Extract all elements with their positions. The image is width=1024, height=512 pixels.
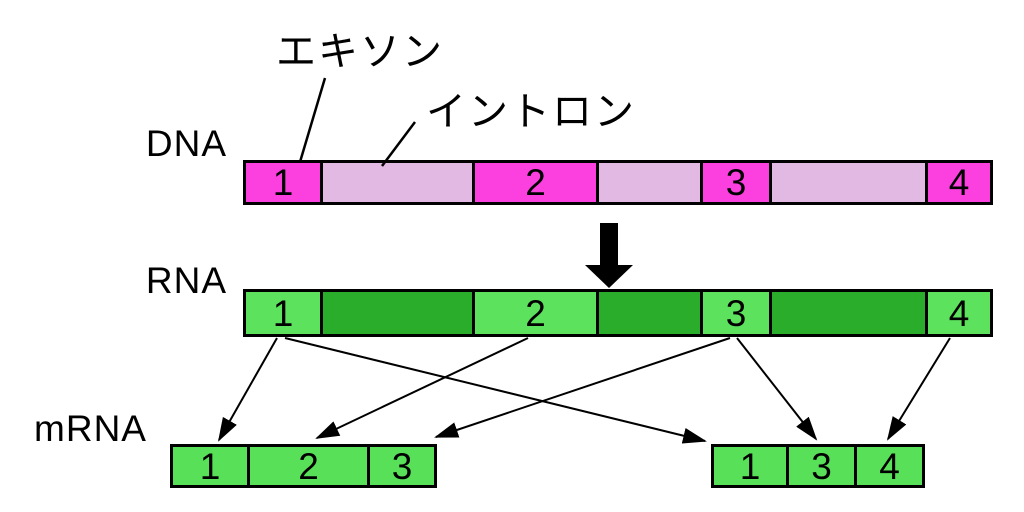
dna-intron-1 (320, 163, 472, 202)
dna-intron-3 (769, 163, 925, 202)
mrna-left-segment-3: 3 (367, 447, 434, 485)
exon-leader-line (298, 77, 327, 163)
rna-intron-1 (320, 292, 472, 334)
splice-arrow-exon2-left2 (315, 337, 529, 439)
dna-exon-4: 4 (925, 163, 990, 202)
rna-row-label: RNA (145, 260, 227, 301)
dna-intron-2 (596, 163, 700, 202)
dna-bar: 1 2 3 4 (243, 160, 993, 205)
splice-arrow-exon3-left3 (434, 337, 731, 438)
mrna-left-segment-1: 1 (173, 447, 247, 485)
transcription-arrow (585, 223, 633, 288)
mrna-right-segment-3: 3 (786, 447, 854, 485)
rna-intron-3 (769, 292, 925, 334)
mrna-row-label: mRNA (34, 408, 147, 449)
dna-exon-3: 3 (700, 163, 769, 202)
dna-row-label: DNA (145, 123, 227, 164)
mrna-right-segment-4: 4 (854, 447, 922, 485)
rna-exon-1: 1 (246, 292, 320, 334)
rna-intron-2 (596, 292, 700, 334)
mrna-right-segment-1: 1 (714, 447, 786, 485)
dna-exon-1: 1 (246, 163, 320, 202)
mrna-right-bar: 1 3 4 (711, 444, 925, 488)
exon-annotation-label: エキソン (276, 30, 444, 74)
splice-arrow-exon3-right3 (736, 337, 818, 441)
mrna-left-bar: 1 2 3 (170, 444, 437, 488)
dna-exon-2: 2 (472, 163, 596, 202)
rna-exon-2: 2 (472, 292, 596, 334)
splice-arrow-exon1-right1 (284, 337, 707, 444)
mrna-left-segment-2: 2 (247, 447, 367, 485)
splice-arrow-exon4-right4 (886, 337, 951, 441)
rna-exon-4: 4 (925, 292, 990, 334)
splice-arrow-exon1-left1 (218, 337, 278, 442)
rna-bar: 1 2 3 4 (243, 289, 993, 337)
rna-exon-3: 3 (700, 292, 769, 334)
intron-annotation-label: イントロン (426, 90, 636, 134)
